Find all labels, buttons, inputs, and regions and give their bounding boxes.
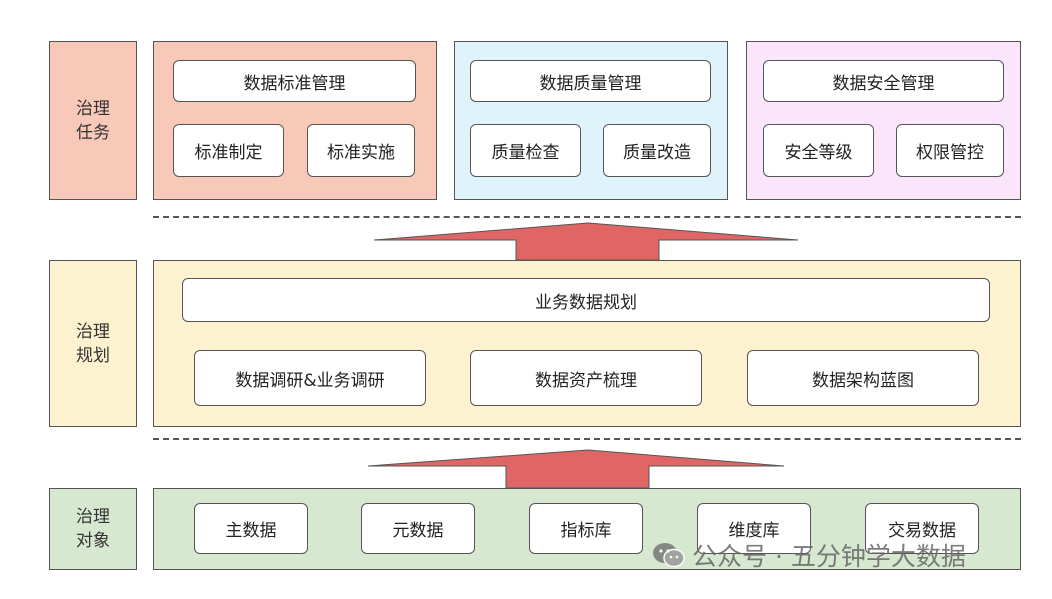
divider-dashed-top	[153, 216, 1021, 218]
box-metadata: 元数据	[361, 503, 475, 554]
row-label-planning-text: 治理 规划	[76, 321, 110, 366]
box-standard-management-title: 数据标准管理	[173, 60, 416, 102]
divider-dashed-bottom	[153, 438, 1021, 440]
row-label-objects-text: 治理 对象	[76, 507, 110, 551]
box-indicator-library: 指标库	[529, 503, 643, 554]
wechat-icon	[653, 543, 685, 568]
box-business-data-planning: 业务数据规划	[182, 278, 990, 322]
box-quality-improvement: 质量改造	[603, 124, 711, 177]
box-quality-management-title: 数据质量管理	[470, 60, 711, 102]
box-master-data: 主数据	[194, 503, 308, 554]
box-security-management-title: 数据安全管理	[763, 60, 1004, 102]
box-data-architecture-blueprint: 数据架构蓝图	[747, 350, 979, 406]
box-standard-making: 标准制定	[173, 124, 284, 177]
box-transaction-data: 交易数据	[865, 503, 979, 554]
box-quality-check: 质量检查	[470, 124, 581, 177]
box-data-asset-sorting: 数据资产梳理	[470, 350, 702, 406]
box-permission-control: 权限管控	[896, 124, 1004, 177]
row-label-planning: 治理 规划	[49, 260, 137, 427]
watermark: 公众号 · 五分钟学大数据	[652, 537, 966, 573]
row-label-tasks: 治理 任务	[49, 41, 137, 200]
watermark-text: 公众号 · 五分钟学大数据	[692, 542, 966, 571]
row-label-objects: 治理 对象	[49, 488, 137, 570]
box-security-level: 安全等级	[763, 124, 874, 177]
box-dimension-library: 维度库	[697, 503, 811, 554]
box-data-business-research: 数据调研&业务调研	[194, 350, 426, 406]
row-label-tasks-text: 治理 任务	[76, 98, 110, 143]
box-standard-implementation: 标准实施	[307, 124, 415, 177]
